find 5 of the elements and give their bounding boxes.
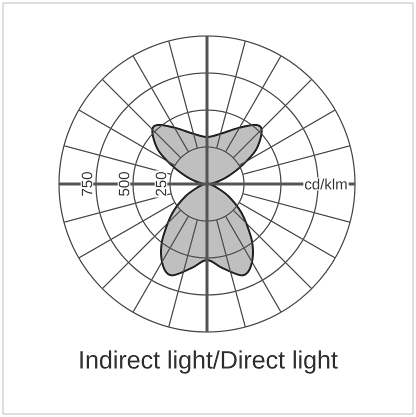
scale-label: 500 (118, 170, 130, 198)
caption: Indirect light/Direct light (80, 350, 338, 374)
scale-label: 750 (80, 170, 94, 198)
scale-label: 250 (154, 170, 168, 198)
unit-label: cd/klm (303, 178, 349, 190)
